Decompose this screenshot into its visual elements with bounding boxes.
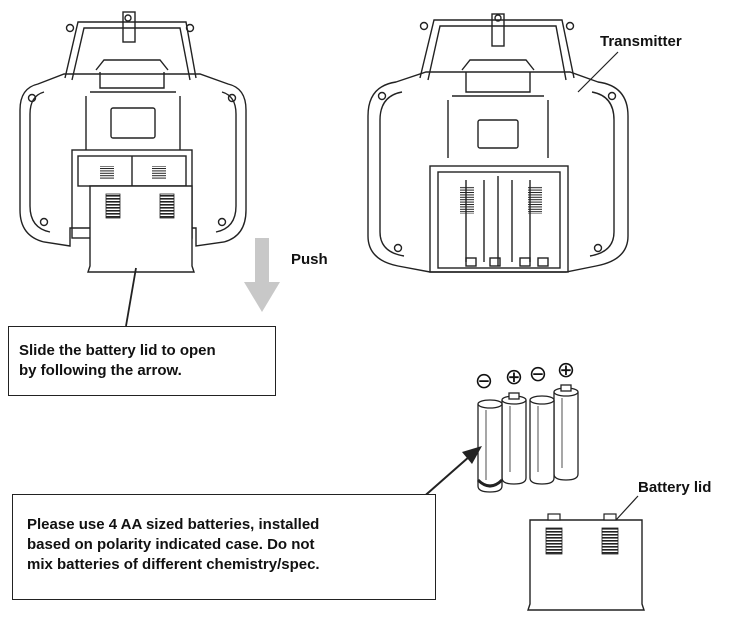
push-arrow	[244, 238, 280, 312]
battery-instruction-line-1: Please use 4 AA sized batteries, install…	[27, 516, 320, 533]
polarity-minus-2: ⊖	[529, 362, 547, 387]
battery-instruction-line-3: mix batteries of different chemistry/spe…	[27, 556, 320, 573]
polarity-minus-1: ⊖	[475, 369, 493, 394]
slide-instruction-line-1: Slide the battery lid to open	[19, 342, 216, 359]
right-spring-2	[528, 186, 542, 214]
leader-line-left	[125, 267, 137, 327]
battery-lid-label: Battery lid	[638, 479, 712, 496]
aa-batteries-illustration	[476, 384, 579, 493]
push-label: Push	[291, 251, 328, 268]
battery-instruction-box: Please use 4 AA sized batteries, install…	[12, 494, 436, 600]
leader-line-battery-lid	[615, 495, 639, 521]
left-spring-2	[152, 166, 166, 180]
battery-instruction-line-2: based on polarity indicated case. Do not	[27, 536, 315, 553]
left-spring-1	[100, 166, 114, 180]
slide-instruction-line-2: by following the arrow.	[19, 362, 182, 379]
transmitter-right-illustration	[367, 13, 629, 273]
polarity-plus-2: ⊕	[557, 358, 575, 383]
leader-line-batteries	[419, 455, 471, 501]
leader-line-transmitter	[577, 51, 619, 93]
sliding-battery-lid	[87, 185, 195, 273]
battery-lid-illustration	[527, 513, 645, 611]
transmitter-label: Transmitter	[600, 33, 682, 50]
leader-arrowhead-batteries	[462, 446, 482, 464]
slide-lid-instruction-box: Slide the battery lid to open by followi…	[8, 326, 276, 396]
polarity-plus-1: ⊕	[505, 365, 523, 390]
right-spring-1	[460, 186, 474, 214]
